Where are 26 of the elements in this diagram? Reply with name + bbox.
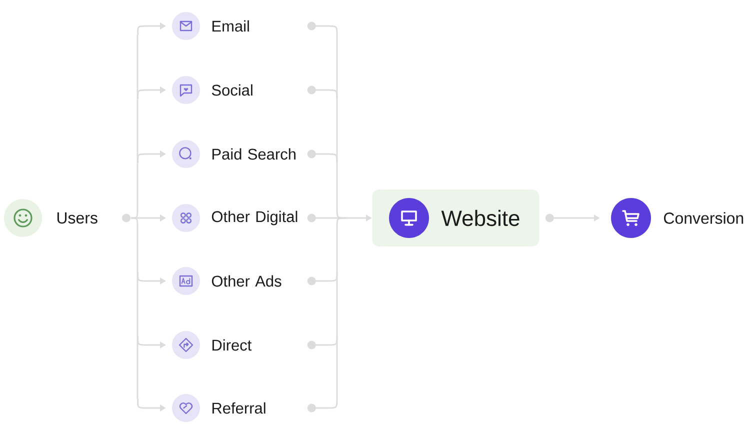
- arrow: [307, 336, 338, 350]
- node-label: Other Digital: [212, 210, 298, 226]
- node-label: Email: [212, 20, 249, 32]
- icon-label-item: Conversion: [611, 198, 744, 238]
- arrow: [307, 399, 338, 412]
- node-label: Direct: [212, 339, 252, 351]
- arrow: [307, 86, 338, 99]
- icon-label-item: Paid Search: [172, 140, 296, 168]
- node-label: Referral: [212, 402, 266, 414]
- icon-label-item: Social: [172, 76, 252, 104]
- icon-label-item: Other Digital: [172, 204, 298, 232]
- icon-label-item: Direct: [172, 331, 252, 359]
- arrow: [130, 34, 138, 400]
- icon-label-item: Other Ads: [172, 267, 282, 295]
- arrow: [307, 214, 346, 222]
- node-label: Paid Search: [212, 148, 296, 160]
- icon-label-item: Email: [172, 12, 249, 40]
- arrow: [307, 150, 338, 163]
- node-label: Social: [212, 84, 252, 96]
- process-box: Website: [372, 190, 540, 246]
- node-label: Other Ads: [212, 275, 282, 287]
- arrow: [307, 22, 338, 35]
- arrow: [307, 272, 338, 286]
- icon-label-item: Users: [4, 199, 98, 237]
- icon-label-item: Referral: [172, 394, 266, 422]
- node-label: Conversion: [664, 212, 744, 224]
